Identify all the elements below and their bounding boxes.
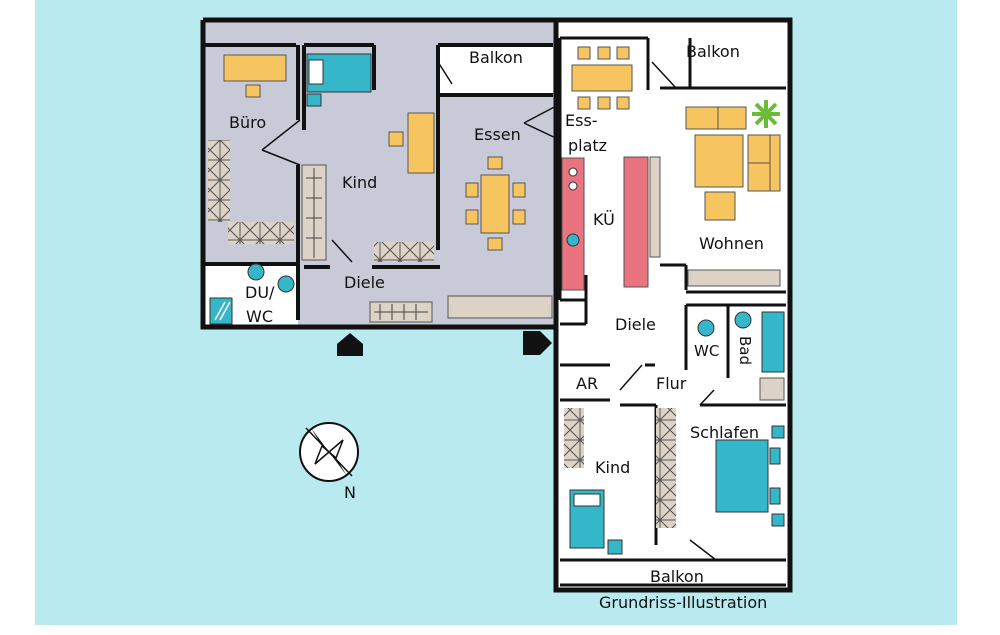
sofa-side-b	[747, 162, 771, 192]
sofa-side-a	[747, 134, 771, 164]
dining-chair-r1	[577, 46, 591, 60]
entrance-arrow-up-icon	[337, 333, 363, 356]
plant-icon	[752, 100, 780, 128]
dining-chair-2	[487, 237, 503, 251]
label-kueche: KÜ	[593, 210, 615, 229]
kid2-bed-pillow	[573, 493, 601, 507]
kid2-wardrobe	[564, 408, 584, 468]
kid2-nightstand	[607, 539, 623, 555]
label-buero: Büro	[229, 113, 266, 132]
hall-wardrobe-hangers	[374, 304, 428, 320]
kitchen-island	[623, 156, 649, 288]
kid-wardrobe-hangers	[306, 168, 322, 258]
compass-north-icon	[299, 422, 359, 482]
kitchen-wall-unit	[649, 156, 661, 258]
dining-chair-1	[487, 156, 503, 170]
dining-chair-5	[512, 182, 526, 198]
kitchen-counter-left	[561, 157, 585, 291]
label-bad: Bad	[736, 336, 754, 365]
shower-left	[209, 297, 233, 325]
sofa-side-c	[769, 134, 781, 192]
label-essen: Essen	[474, 125, 521, 144]
label-du-wc-2: WC	[246, 307, 273, 326]
nightstand-1	[771, 425, 785, 439]
desk	[223, 54, 287, 82]
double-bed-pillow-1	[769, 447, 781, 465]
compass-label: N	[344, 483, 356, 502]
double-bed	[715, 439, 769, 513]
label-essplatz-2: platz	[568, 136, 607, 155]
right-inner-walls	[558, 36, 786, 587]
dining-chair-6	[512, 209, 526, 225]
dining-chair-r2	[597, 46, 611, 60]
dining-chair-3	[465, 182, 479, 198]
bath-sink	[734, 311, 752, 329]
kid-desk-chair	[388, 131, 404, 147]
dining-chair-r6	[616, 96, 630, 110]
dining-chair-4	[465, 209, 479, 225]
bedroom-wardrobe	[656, 408, 676, 528]
label-schlafen: Schlafen	[690, 423, 759, 442]
sideboard-right	[687, 269, 781, 287]
right-unit	[523, 17, 793, 593]
label-ar: AR	[576, 374, 598, 393]
sofa-top-a	[685, 106, 719, 130]
left-door-swing-2	[331, 61, 453, 263]
label-diele-left: Diele	[344, 273, 385, 292]
toilet-left	[247, 263, 265, 281]
label-kind-left: Kind	[342, 173, 377, 192]
sideboard-left	[447, 295, 553, 319]
label-balkon-top-right: Balkon	[686, 42, 740, 61]
office-shelf-vertical	[208, 140, 230, 222]
right-door-swing	[523, 61, 717, 561]
kid-bed-pillow	[308, 59, 324, 85]
kid-cabinet-bottom	[374, 242, 434, 262]
label-wohnen: Wohnen	[699, 234, 764, 253]
label-balkon-left: Balkon	[469, 48, 523, 67]
kid-desk	[407, 112, 435, 174]
label-flur: Flur	[656, 374, 687, 393]
stove-burner-1	[568, 167, 578, 177]
double-bed-pillow-2	[769, 487, 781, 505]
desk-chair	[245, 84, 261, 98]
sink-left	[277, 275, 295, 293]
nightstand-2	[771, 513, 785, 527]
label-essplatz-1: Ess-	[565, 111, 598, 130]
stove-burner-2	[568, 181, 578, 191]
office-shelf-horizontal	[228, 222, 294, 244]
left-balcony	[438, 45, 553, 95]
caption: Grundriss-Illustration	[599, 593, 767, 612]
left-inner-walls	[203, 43, 553, 320]
dining-table-right	[571, 64, 633, 92]
dining-chair-r3	[616, 46, 630, 60]
label-wc-right: WC	[694, 342, 719, 360]
left-unit	[200, 17, 559, 330]
kid-bed-nightstand	[306, 93, 322, 107]
dining-chair-r4	[577, 96, 591, 110]
armchair	[704, 191, 736, 221]
sofa-top-b	[717, 106, 747, 130]
coffee-table	[694, 134, 744, 188]
bath-shelf	[759, 377, 785, 401]
dining-chair-r5	[597, 96, 611, 110]
entrance-arrow-right-icon	[523, 331, 552, 355]
label-du-wc-1: DU/	[245, 283, 275, 302]
label-diele-right: Diele	[615, 315, 656, 334]
right-outer-walls	[553, 17, 793, 593]
shower-lines	[214, 301, 231, 321]
left-door-swing	[261, 119, 301, 166]
dining-table-left	[480, 174, 510, 234]
bathtub	[761, 311, 785, 373]
label-balkon-bottom: Balkon	[650, 567, 704, 586]
kitchen-sink	[566, 233, 580, 247]
label-kind-right: Kind	[595, 458, 630, 477]
wc-toilet-right	[697, 319, 715, 337]
